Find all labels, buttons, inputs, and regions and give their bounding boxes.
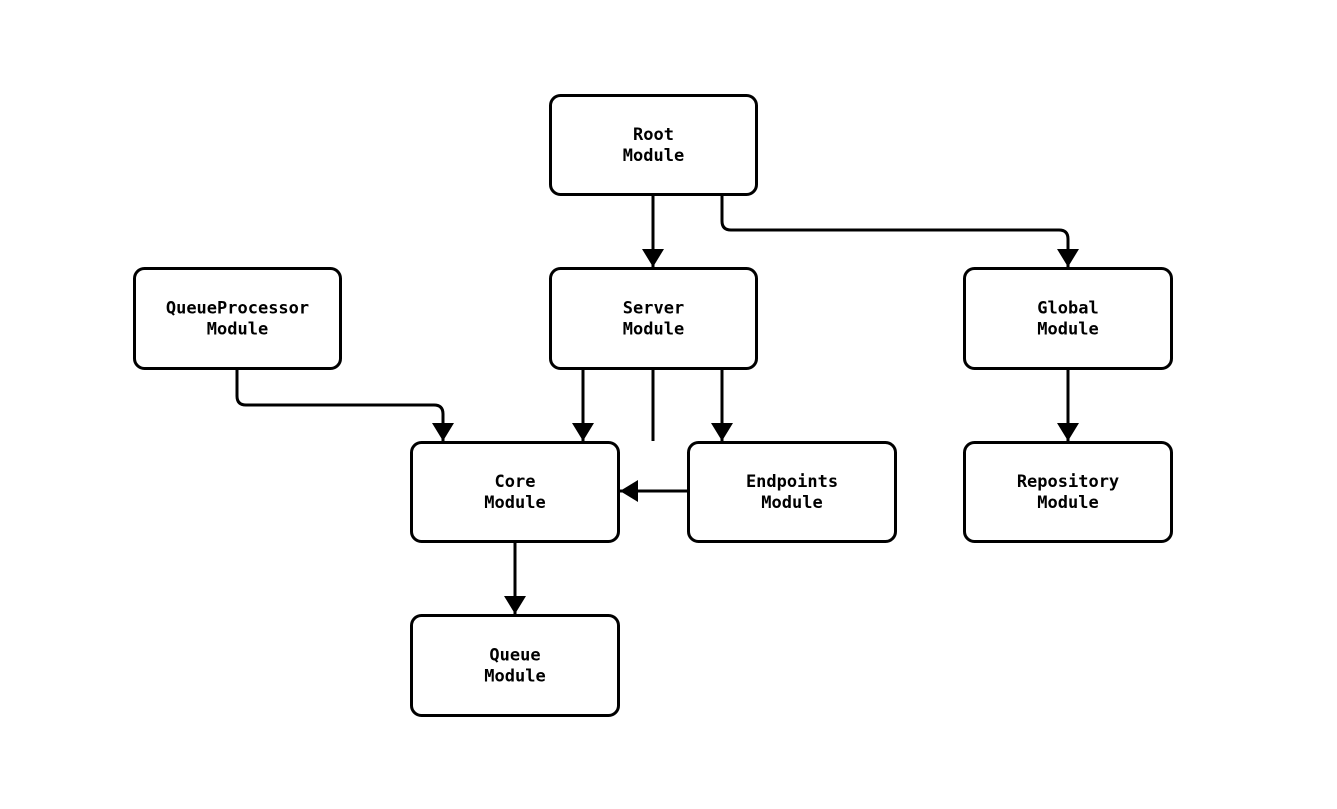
arrowhead-icon	[711, 423, 733, 441]
arrowhead-icon	[642, 249, 664, 267]
arrowhead-icon	[504, 596, 526, 614]
arrowhead-icon	[572, 423, 594, 441]
node-label-line-2: Module	[484, 493, 545, 513]
node-box[interactable]	[963, 441, 1173, 543]
edge-layer	[235, 196, 1079, 614]
node-label-line-1: Endpoints	[746, 472, 838, 492]
node-box[interactable]	[687, 441, 897, 543]
node-label-line-2: Module	[207, 320, 268, 340]
node-label-line-2: Module	[623, 320, 684, 340]
edge-line	[720, 196, 1070, 267]
node-label-line-2: Module	[761, 493, 822, 513]
node-label-line-2: Module	[1037, 493, 1098, 513]
edge-global-to-repository	[1057, 370, 1079, 441]
node-label-line-1: QueueProcessor	[166, 298, 309, 318]
arrowhead-icon	[620, 480, 638, 502]
node-label-line-1: Repository	[1017, 472, 1119, 492]
node-label-line-2: Module	[1037, 320, 1098, 340]
edge-core-to-queue	[504, 543, 526, 614]
node-box[interactable]	[410, 441, 620, 543]
edge-server-to-core	[572, 370, 594, 441]
node-box[interactable]	[549, 267, 758, 370]
node-label-line-1: Root	[633, 125, 674, 145]
node-label-line-1: Core	[495, 472, 536, 492]
node-box[interactable]	[410, 614, 620, 717]
node-label-line-2: Module	[484, 667, 545, 687]
arrowhead-icon	[1057, 249, 1079, 267]
node-box[interactable]	[963, 267, 1173, 370]
edge-queueprocessor-to-core	[235, 370, 454, 441]
edge-endpoints-to-core	[620, 480, 687, 502]
edge-server-to-endpoints	[711, 370, 733, 441]
node-label-line-1: Queue	[489, 645, 540, 665]
node-box[interactable]	[549, 94, 758, 196]
edge-line	[235, 370, 445, 441]
node-label-line-1: Global	[1037, 298, 1098, 318]
node-label-line-1: Server	[623, 298, 684, 318]
arrowhead-icon	[1057, 423, 1079, 441]
arrowhead-icon	[432, 423, 454, 441]
node-box[interactable]	[133, 267, 342, 370]
edge-root-to-global	[720, 196, 1079, 267]
node-label-line-2: Module	[623, 146, 684, 166]
